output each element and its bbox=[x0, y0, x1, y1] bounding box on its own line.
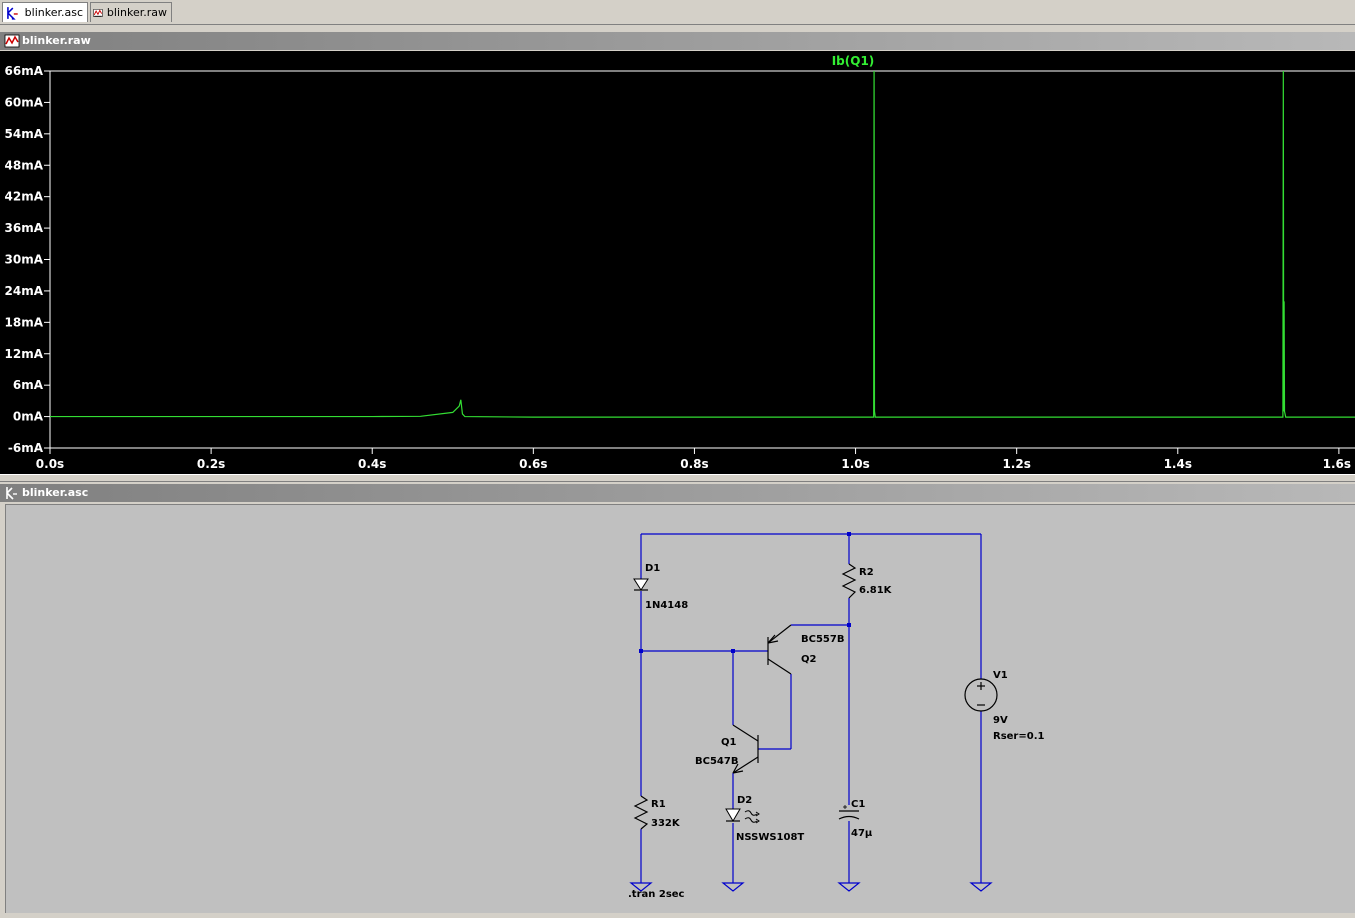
y-tick-label: 60mA bbox=[5, 95, 44, 109]
r1-value-label: 332K bbox=[651, 818, 681, 829]
r1-ref-label: R1 bbox=[651, 799, 666, 810]
x-tick-label: 1.2s bbox=[1002, 457, 1030, 471]
schematic-icon bbox=[6, 487, 17, 500]
y-tick-label: 42mA bbox=[5, 190, 44, 204]
waveform-icon bbox=[4, 34, 20, 48]
schematic-pane[interactable]: D1 1N4148 R1 332K R2 6.81K BC557B Q2 Q1 … bbox=[5, 504, 1355, 913]
y-tick-label: 18mA bbox=[5, 315, 44, 329]
y-tick-label: 12mA bbox=[5, 347, 44, 361]
junction-dots bbox=[639, 532, 851, 653]
tab-blinker-raw[interactable]: blinker.raw bbox=[90, 2, 172, 22]
x-tick-label: 1.6s bbox=[1323, 457, 1351, 471]
x-tick-label: 0.4s bbox=[358, 457, 386, 471]
tab-gap bbox=[0, 25, 1355, 31]
y-tick-label: 0mA bbox=[13, 410, 44, 424]
x-tick-label: 1.4s bbox=[1164, 457, 1192, 471]
tab-label: blinker.asc bbox=[24, 5, 83, 19]
y-tick-label: 54mA bbox=[5, 127, 44, 141]
component-d1[interactable] bbox=[633, 578, 649, 591]
ground-symbols bbox=[629, 882, 993, 892]
tab-label: blinker.raw bbox=[106, 5, 167, 19]
schematic-window-title: blinker.asc bbox=[22, 486, 89, 499]
plot-window-titlebar[interactable]: blinker.raw bbox=[0, 32, 1355, 50]
schematic-window-titlebar[interactable]: blinker.asc bbox=[0, 484, 1355, 502]
component-d2[interactable] bbox=[725, 808, 760, 824]
trace-ib-q1[interactable] bbox=[50, 70, 1355, 418]
x-tick-label: 1.0s bbox=[841, 457, 869, 471]
v1-param-label: Rser=0.1 bbox=[993, 731, 1045, 742]
y-tick-label: 30mA bbox=[5, 253, 44, 267]
y-tick-label: 48mA bbox=[5, 158, 44, 172]
schematic-wires bbox=[640, 533, 982, 883]
d1-ref-label: D1 bbox=[645, 563, 660, 574]
d2-ref-label: D2 bbox=[737, 795, 752, 806]
r2-value-label: 6.81K bbox=[859, 585, 893, 596]
x-tick-label: 0.8s bbox=[680, 457, 708, 471]
component-q1[interactable] bbox=[732, 724, 759, 774]
c1-ref-label: C1 bbox=[851, 799, 865, 810]
x-axis-ticks: 0.0s 0.2s 0.4s 0.6s 0.8s 1.0s 1.2s 1.4s 1.6s bbox=[36, 448, 1351, 471]
r2-ref-label: R2 bbox=[859, 567, 874, 578]
y-axis-ticks: 66mA 60mA 54mA 48mA 42mA 36mA 30mA 24mA 18mA 12mA… bbox=[5, 64, 50, 455]
plot-window-title: blinker.raw bbox=[22, 34, 91, 47]
schematic-canvas[interactable]: D1 1N4148 R1 332K R2 6.81K BC557B Q2 Q1 … bbox=[6, 505, 1355, 914]
plot-traces bbox=[50, 70, 1355, 418]
y-tick-label: 66mA bbox=[5, 64, 44, 78]
tab-blinker-asc[interactable]: blinker.asc bbox=[2, 2, 88, 22]
x-tick-label: 0.0s bbox=[36, 457, 64, 471]
x-tick-label: 0.6s bbox=[519, 457, 547, 471]
q2-value-label: BC557B bbox=[801, 634, 844, 645]
component-r2[interactable] bbox=[841, 563, 857, 599]
component-q2[interactable] bbox=[767, 624, 792, 675]
y-tick-label: 6mA bbox=[13, 378, 44, 392]
y-tick-label: 24mA bbox=[5, 284, 44, 298]
component-r1[interactable] bbox=[633, 795, 649, 830]
trace-label-ib-q1[interactable]: Ib(Q1) bbox=[832, 54, 875, 68]
waveform-icon bbox=[93, 8, 103, 17]
component-c1[interactable] bbox=[838, 805, 860, 820]
pane-splitter[interactable] bbox=[0, 474, 1355, 482]
v1-ref-label: V1 bbox=[993, 670, 1008, 681]
y-tick-label: 36mA bbox=[5, 221, 44, 235]
schematic-icon bbox=[7, 6, 18, 20]
q1-value-label: BC547B bbox=[695, 756, 738, 767]
document-tab-bar: blinker.asc blinker.raw bbox=[0, 0, 1355, 25]
c1-value-label: 47µ bbox=[851, 828, 873, 839]
plot-legend[interactable]: Ib(Q1) bbox=[832, 54, 875, 68]
x-tick-label: 0.2s bbox=[197, 457, 225, 471]
d2-value-label: NSSWS108T bbox=[736, 832, 804, 843]
waveform-plot[interactable]: 66mA 60mA 54mA 48mA 42mA 36mA 30mA 24mA 18mA 12mA… bbox=[0, 51, 1355, 474]
v1-value-label: 9V bbox=[993, 715, 1008, 726]
component-v1[interactable] bbox=[964, 678, 998, 712]
q2-ref-label: Q2 bbox=[801, 654, 817, 665]
waveform-plot-pane[interactable]: 66mA 60mA 54mA 48mA 42mA 36mA 30mA 24mA 18mA 12mA… bbox=[0, 51, 1355, 474]
spice-directive[interactable]: .tran 2sec bbox=[628, 889, 685, 900]
d1-value-label: 1N4148 bbox=[645, 600, 688, 611]
y-tick-label: -6mA bbox=[8, 441, 44, 455]
q1-ref-label: Q1 bbox=[721, 737, 737, 748]
plot-axes bbox=[49, 70, 1355, 449]
